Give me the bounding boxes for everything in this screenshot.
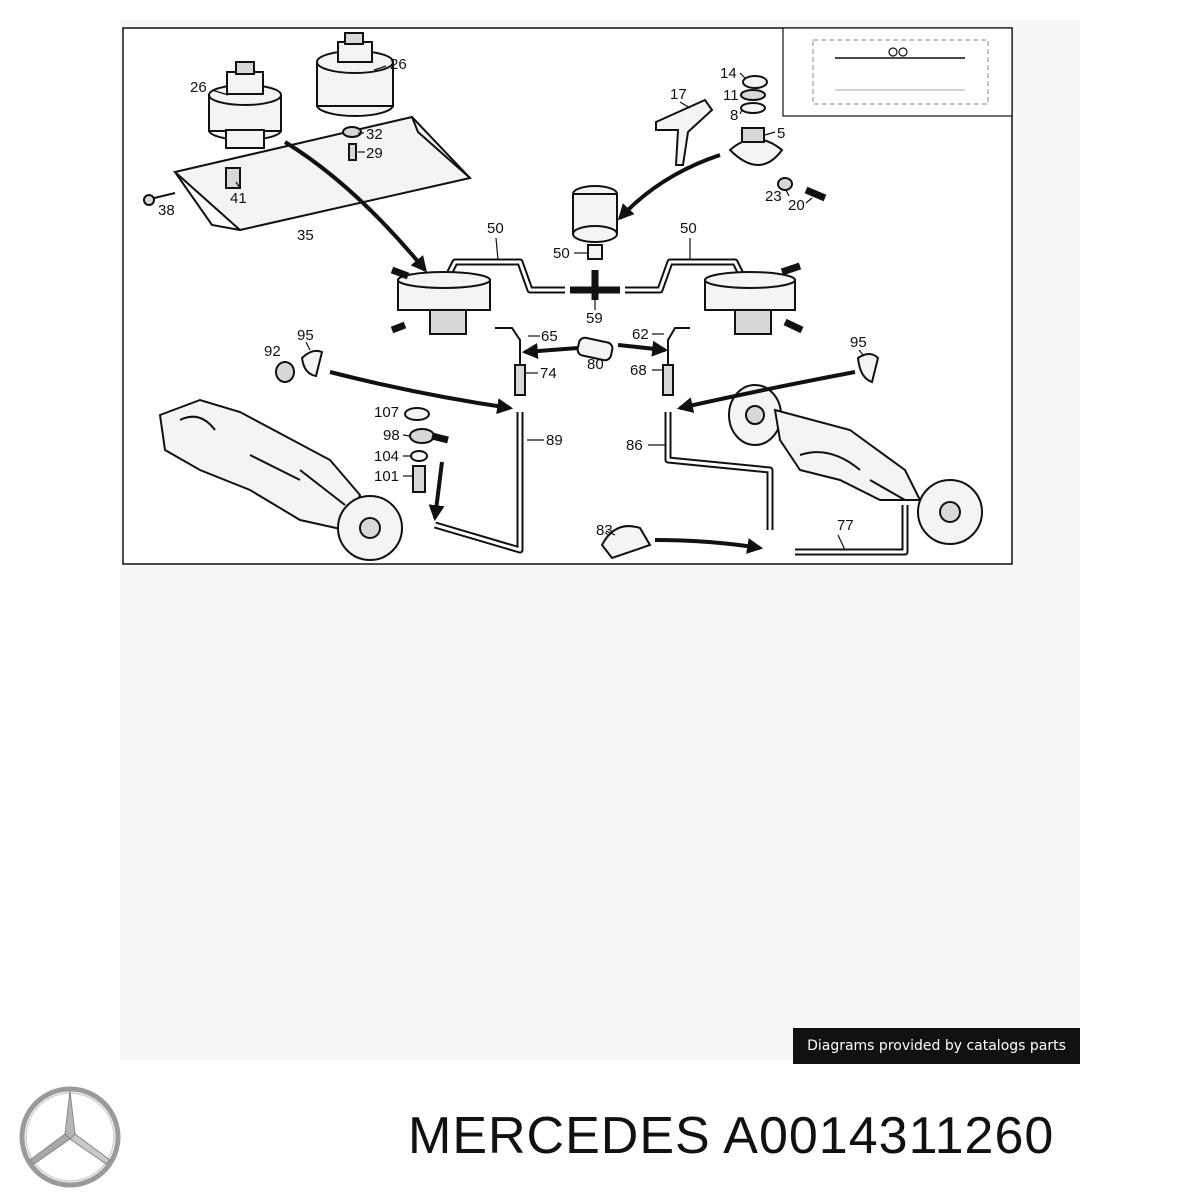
- washer-104: [410, 450, 428, 462]
- washer-107: [404, 407, 430, 421]
- callout: 32: [366, 126, 383, 143]
- callout: 68: [630, 362, 647, 379]
- reservoir-small: [728, 75, 827, 202]
- callout: 74: [540, 365, 557, 382]
- callout: 29: [366, 145, 383, 162]
- callout: 77: [837, 517, 854, 534]
- callout: 11: [723, 87, 739, 104]
- callout: 104: [374, 448, 399, 465]
- callout: 23: [765, 188, 782, 205]
- seal-92: [275, 361, 295, 383]
- callout: 20: [788, 197, 805, 214]
- callout: 80: [587, 356, 604, 373]
- callout: 92: [264, 343, 281, 360]
- callout: 38: [158, 202, 175, 219]
- page-title: MERCEDES A0014311260: [408, 1107, 1055, 1165]
- clip-95-right: [856, 353, 880, 384]
- callout: 101: [374, 468, 399, 485]
- callout: 14: [720, 65, 737, 82]
- sphere-left: [390, 266, 491, 335]
- callout: 83: [596, 522, 613, 539]
- callout: 89: [546, 432, 563, 449]
- callout: 107: [374, 404, 399, 421]
- callout: 62: [632, 326, 649, 343]
- callout: 35: [297, 227, 314, 244]
- callout: 26: [390, 56, 407, 73]
- callout: 8: [730, 107, 738, 124]
- sphere-right: [704, 262, 804, 335]
- callout: 50: [487, 220, 504, 237]
- reservoir-left: [208, 61, 282, 149]
- catalog-credit-badge: Diagrams provided by catalogs parts: [793, 1028, 1080, 1064]
- tee-connector-59: [570, 270, 620, 300]
- callout: 86: [626, 437, 643, 454]
- vehicle-overview-inset: [782, 27, 1013, 117]
- callout: 95: [850, 334, 867, 351]
- callout: 50: [680, 220, 697, 237]
- callout: 98: [383, 427, 400, 444]
- bracket-17: [655, 98, 714, 166]
- callout: 5: [777, 125, 785, 142]
- rear-axle: [728, 384, 983, 545]
- callout: 17: [670, 86, 687, 103]
- clip-95-left: [300, 349, 324, 378]
- bolt-29: [348, 143, 357, 161]
- callout: 95: [297, 327, 314, 344]
- banjo-98: [409, 428, 435, 444]
- callout: 65: [541, 328, 558, 345]
- union-68: [662, 364, 674, 396]
- callout: 41: [230, 190, 247, 207]
- front-axle: [158, 398, 403, 561]
- union-74: [514, 364, 526, 396]
- leader-lines: [211, 65, 865, 551]
- reservoir-right: [316, 32, 394, 117]
- fluid-reservoir: [572, 185, 618, 260]
- callout: 26: [190, 79, 207, 96]
- mounting-plate: [172, 115, 472, 232]
- callout-labels: 26 26 32 29 41 38 35 14 11 8 17 5 23 20 …: [158, 56, 867, 539]
- adapter-80: [576, 336, 614, 362]
- washer-32: [342, 126, 362, 138]
- callout: 59: [586, 310, 603, 327]
- callout: 50: [553, 245, 570, 262]
- three-pointed-star-icon: [19, 1086, 121, 1188]
- bolt-101: [412, 465, 426, 493]
